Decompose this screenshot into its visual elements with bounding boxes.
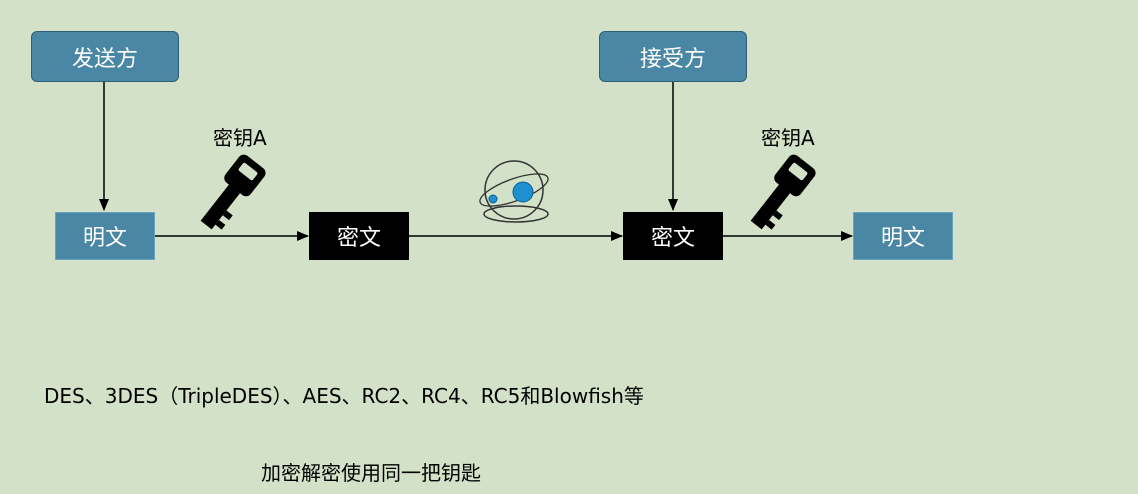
key-label-right: 密钥A	[761, 126, 815, 150]
key-label-left: 密钥A	[213, 126, 267, 150]
plaintext-label: 明文	[82, 226, 127, 251]
ciphertext-box-left: 密文	[309, 212, 409, 260]
key-icon	[750, 154, 816, 230]
algorithm-list: DES、3DES（TripleDES）、AES、RC2、RC4、RC5和Blow…	[44, 384, 644, 408]
symmetric-key-note: 加密解密使用同一把钥匙	[261, 461, 481, 485]
plaintext-box-right: 明文	[853, 212, 953, 260]
ciphertext-label: 密文	[650, 226, 695, 251]
sender-label: 发送方	[71, 46, 138, 72]
ciphertext-box-right: 密文	[623, 212, 723, 260]
key-icon	[200, 154, 266, 230]
receiver-box: 接受方	[599, 31, 747, 82]
plaintext-box-left: 明文	[55, 212, 155, 260]
receiver-label: 接受方	[639, 46, 706, 72]
planet-orbit-icon	[479, 160, 549, 223]
sender-box: 发送方	[31, 31, 179, 82]
plaintext-label: 明文	[880, 226, 925, 251]
ciphertext-label: 密文	[336, 226, 381, 251]
